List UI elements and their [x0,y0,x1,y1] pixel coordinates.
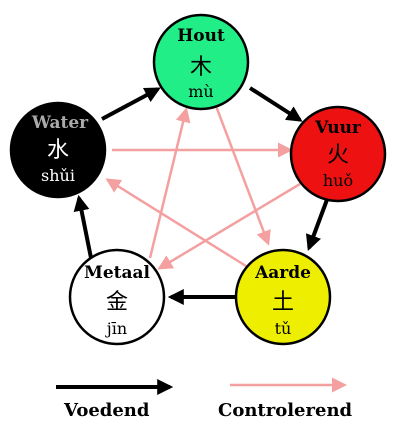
node-title: Aarde [254,263,311,283]
arrow-aarde-to-water [105,178,247,268]
arrow-metaal-to-water [73,194,93,259]
node-pinyin: huǒ [323,171,353,190]
node-aarde: Aarde 土 tǔ [234,248,332,346]
arrow-hout-to-aarde [214,105,271,246]
node-metaal: Metaal 金 jīn [68,248,166,346]
node-pinyin: shǔi [41,166,75,185]
node-circle [152,13,250,111]
node-circle [234,248,332,346]
arrow-water-to-hout [101,87,161,121]
node-circle [289,105,387,203]
node-title: Metaal [84,263,151,283]
node-pinyin: jīn [105,319,127,338]
node-pinyin: mù [188,82,213,101]
node-title: Vuur [314,118,362,138]
node-title: Hout [177,26,225,46]
node-hanzi: 水 [47,138,69,163]
controlling-arrows [105,105,301,270]
generating-arrows [73,86,330,305]
node-circle [68,248,166,346]
node-hanzi: 火 [327,143,349,168]
node-water: Water 水 shǔi [9,101,107,199]
arrow-vuur-to-metaal [157,182,301,270]
arrow-vuur-to-aarde [305,196,330,251]
node-hout: Hout 木 mù [152,13,250,111]
arrow-metaal-to-hout [148,107,191,259]
node-circle [9,101,107,199]
arrow-hout-to-vuur [248,86,303,122]
legend-controlling-label: Controlerend [218,400,353,421]
node-title: Water [31,113,89,133]
legend-generating-label: Voedend [63,400,150,421]
node-hanzi: 土 [272,290,294,315]
node-hanzi: 木 [190,55,212,80]
node-pinyin: tǔ [275,319,292,338]
legend: Voedend Controlerend [56,377,353,421]
node-hanzi: 金 [106,290,128,315]
node-vuur: Vuur 火 huǒ [289,105,387,203]
